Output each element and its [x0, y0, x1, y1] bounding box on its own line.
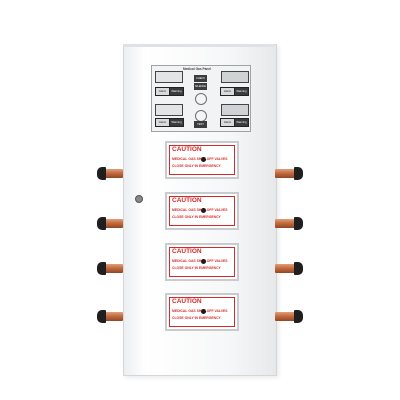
- copper-pipe-right-2: [275, 219, 296, 228]
- copper-pipe-right-1: [275, 169, 296, 178]
- alarm-panel: Medical Gas Panel Alarm Warning Alarm Wa…: [151, 65, 251, 132]
- warning-button-4[interactable]: Warning: [234, 118, 249, 127]
- alarm-button-3[interactable]: Alarm: [155, 118, 170, 127]
- display-1: [155, 71, 183, 83]
- pipe-cap-right-2: [294, 217, 303, 230]
- caution-line-1: MEDICAL GAS SHUT-OFF VALVES: [172, 208, 228, 212]
- caution-line-1: MEDICAL GAS SHUT-OFF VALVES: [172, 309, 228, 313]
- pipe-cap-right-3: [294, 262, 303, 275]
- copper-pipe-left-4: [103, 312, 123, 321]
- check-label: CHECK: [194, 75, 207, 82]
- pipe-cap-left-4: [97, 310, 106, 323]
- pipe-cap-right-4: [294, 310, 303, 323]
- caution-title: CAUTION: [172, 146, 202, 153]
- caution-sign-3: CAUTION MEDICAL GAS SHUT-OFF VALVES CLOS…: [165, 243, 239, 281]
- caution-line-2: CLOSE ONLY IN EMERGENCY: [172, 164, 221, 168]
- cabinet-top-edge: [123, 44, 275, 47]
- pipe-cap-left-3: [97, 262, 106, 275]
- valve-indicator-icon: [201, 309, 206, 314]
- caution-title: CAUTION: [172, 298, 202, 305]
- alarm-button-1[interactable]: Alarm: [155, 87, 170, 96]
- test-label: TEST: [194, 121, 207, 128]
- warning-button-3[interactable]: Warning: [169, 118, 184, 127]
- silence-label: SILENCE: [194, 83, 207, 90]
- copper-pipe-left-3: [103, 264, 123, 273]
- display-4: [221, 104, 249, 116]
- silence-knob-icon[interactable]: [195, 93, 207, 105]
- copper-pipe-right-4: [275, 312, 296, 321]
- warning-button-1[interactable]: Warning: [169, 87, 184, 96]
- caution-title: CAUTION: [172, 197, 202, 204]
- warning-button-2[interactable]: Warning: [234, 87, 249, 96]
- caution-sign-1: CAUTION MEDICAL GAS SHUT-OFF VALVES CLOS…: [165, 141, 239, 179]
- copper-pipe-right-3: [275, 264, 296, 273]
- alarm-button-2[interactable]: Alarm: [220, 87, 235, 96]
- caution-line-2: CLOSE ONLY IN EMERGENCY: [172, 316, 221, 320]
- cabinet-lock-icon[interactable]: [135, 195, 143, 203]
- caution-line-1: MEDICAL GAS SHUT-OFF VALVES: [172, 259, 228, 263]
- display-2: [221, 71, 249, 83]
- pipe-cap-left-2: [97, 217, 106, 230]
- caution-title: CAUTION: [172, 248, 202, 255]
- valve-indicator-icon: [201, 259, 206, 264]
- caution-line-2: CLOSE ONLY IN EMERGENCY: [172, 215, 221, 219]
- valve-indicator-icon: [201, 157, 206, 162]
- copper-pipe-left-1: [103, 169, 123, 178]
- display-3: [155, 104, 183, 116]
- caution-line-2: CLOSE ONLY IN EMERGENCY: [172, 266, 221, 270]
- alarm-button-4[interactable]: Alarm: [220, 118, 235, 127]
- panel-title: Medical Gas Panel: [183, 67, 211, 71]
- caution-sign-4: CAUTION MEDICAL GAS SHUT-OFF VALVES CLOS…: [165, 293, 239, 331]
- copper-pipe-left-2: [103, 219, 123, 228]
- caution-sign-2: CAUTION MEDICAL GAS SHUT-OFF VALVES CLOS…: [165, 192, 239, 230]
- valve-indicator-icon: [201, 208, 206, 213]
- pipe-cap-right-1: [294, 167, 303, 180]
- caution-line-1: MEDICAL GAS SHUT-OFF VALVES: [172, 157, 228, 161]
- pipe-cap-left-1: [97, 167, 106, 180]
